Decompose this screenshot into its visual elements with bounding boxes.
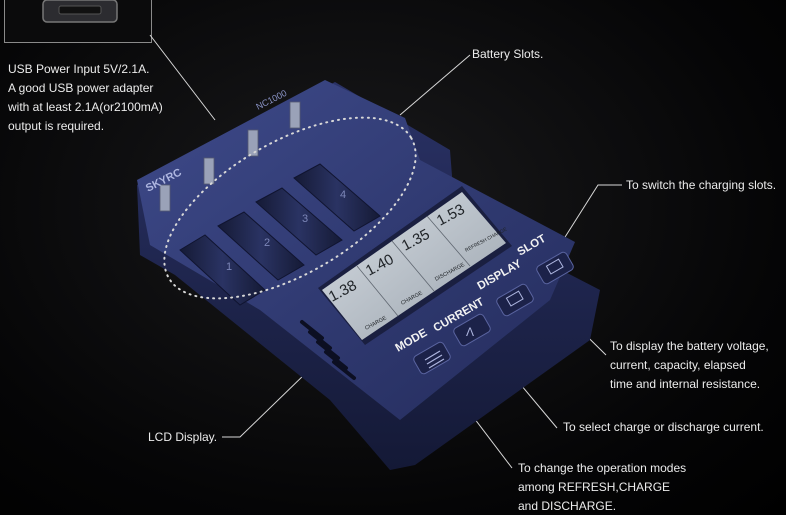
usb-input-note: USB Power Input 5V/2.1A. A good USB powe… xyxy=(8,60,163,136)
modes-note-line-2: among REFRESH,CHARGE xyxy=(518,480,671,494)
usb-port-inset xyxy=(4,0,152,43)
usb-note-line-2: A good USB power adapter xyxy=(8,81,154,95)
slot-number-labels: 1 2 3 4 xyxy=(226,189,346,273)
current-button-icon: Λ xyxy=(466,325,474,339)
switch-slots-note: To switch the charging slots. xyxy=(626,178,777,192)
display-note-line-3: time and internal resistance. xyxy=(610,377,761,391)
select-current-note: To select charge or discharge current. xyxy=(563,420,764,434)
display-note-line-1: To display the battery voltage, xyxy=(610,339,769,353)
display-note-line-2: current, capacity, elapsed xyxy=(610,358,746,372)
usb-port-icon xyxy=(42,0,118,23)
slots-highlight-ring xyxy=(163,116,417,300)
battery-slots xyxy=(159,101,381,306)
modes-note-line-3: and DISCHARGE. xyxy=(518,499,617,513)
display-button[interactable] xyxy=(495,283,534,317)
slot-button-icon xyxy=(545,258,564,275)
list-icon xyxy=(424,350,445,369)
battery-slots-note: Battery Slots. xyxy=(472,47,544,61)
display-info-note: To display the battery voltage, current,… xyxy=(610,337,769,394)
slot-number-1: 1 xyxy=(226,261,232,273)
lcd-display-note: LCD Display. xyxy=(148,430,218,444)
slot-button[interactable] xyxy=(535,251,574,285)
modes-note-line-1: To change the operation modes xyxy=(518,461,687,475)
slot-number-3: 3 xyxy=(302,213,308,225)
usb-note-line-4: output is required. xyxy=(8,119,105,133)
display-button-icon xyxy=(505,290,524,307)
slot-number-4: 4 xyxy=(340,189,346,201)
operation-modes-note: To change the operation modes among REFR… xyxy=(518,459,686,515)
slot-number-2: 2 xyxy=(264,237,270,249)
usb-note-line-1: USB Power Input 5V/2.1A. xyxy=(8,62,150,76)
lcd-display: 1.38 1.40 1.35 1.53 CHARGE CHARGE DISCHA… xyxy=(318,186,512,345)
current-button[interactable]: Λ xyxy=(452,313,491,347)
mode-button[interactable] xyxy=(412,341,451,375)
usb-note-line-3: with at least 2.1A(or2100mA) xyxy=(8,100,163,114)
